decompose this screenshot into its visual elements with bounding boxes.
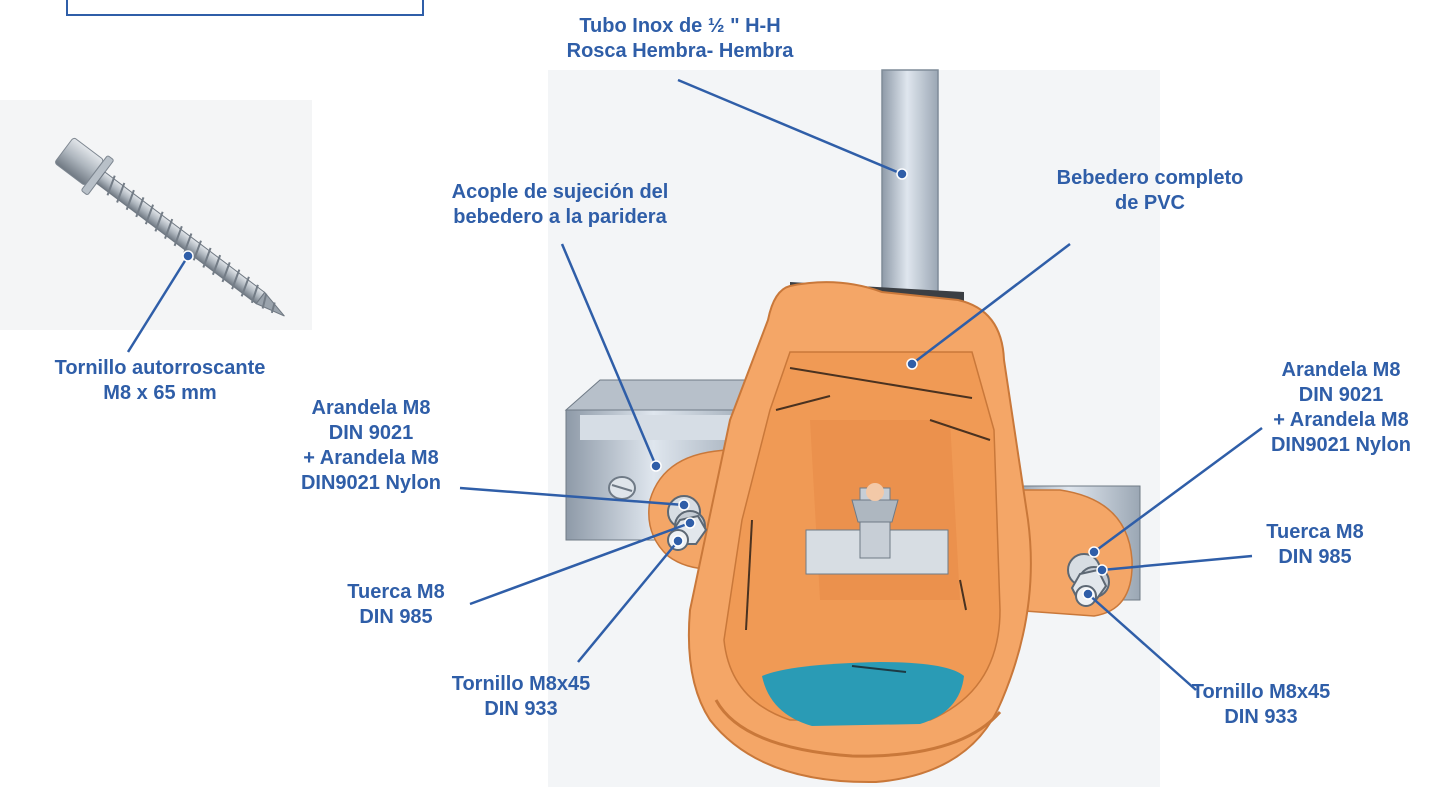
- label-tornillo-autorroscante: Tornillo autorroscante M8 x 65 mm: [54, 357, 266, 404]
- label-arandela-right: Arandela M8 DIN 9021 + Arandela M8 DIN90…: [1270, 359, 1412, 456]
- leader-dot-bebedero: [906, 358, 918, 370]
- leader-dot-arandela-left: [678, 499, 690, 511]
- leader-dot-tornillo-left: [672, 535, 684, 547]
- leader-tornillo-right: [1087, 593, 1197, 691]
- leader-arandela-left: [459, 486, 685, 507]
- leader-dot-acople: [650, 460, 662, 472]
- leader-dot-tornillo-auto: [182, 250, 194, 262]
- water-area: [762, 662, 964, 726]
- label-arandela-left: Arandela M8 DIN 9021 + Arandela M8 DIN90…: [300, 397, 442, 494]
- leader-arandela-right: [1093, 426, 1263, 554]
- label-tornillo-left: Tornillo M8x45 DIN 933: [451, 673, 591, 720]
- leader-tubo: [677, 78, 903, 176]
- leader-acople: [560, 243, 658, 467]
- leader-tornillo-auto: [126, 255, 190, 353]
- pvc-drinker-assembly-icon: [548, 69, 1160, 787]
- leader-tuerca-left: [469, 521, 691, 606]
- leader-dot-tornillo-right: [1082, 588, 1094, 600]
- top-left-frame: [66, 0, 424, 16]
- label-tubo-inox: Tubo Inox de ½ " H-H Rosca Hembra- Hembr…: [566, 15, 794, 62]
- label-tuerca-left: Tuerca M8 DIN 985: [347, 581, 445, 628]
- leader-bebedero: [911, 243, 1071, 365]
- leader-dot-tuerca-left: [684, 517, 696, 529]
- label-tornillo-right: Tornillo M8x45 DIN 933: [1191, 681, 1331, 728]
- leader-dot-arandela-right: [1088, 546, 1100, 558]
- self-tapping-screw-icon: [0, 100, 312, 330]
- stainless-pipe: [881, 69, 939, 307]
- leader-dot-tuerca-right: [1096, 564, 1108, 576]
- leader-tuerca-right: [1101, 554, 1253, 572]
- label-bebedero-completo: Bebedero completo de PVC: [1056, 167, 1244, 214]
- label-acople-sujecion: Acople de sujeción del bebedero a la par…: [451, 181, 669, 228]
- label-tuerca-right: Tuerca M8 DIN 985: [1266, 521, 1364, 568]
- leader-dot-tubo: [896, 168, 908, 180]
- leader-tornillo-left: [577, 540, 679, 663]
